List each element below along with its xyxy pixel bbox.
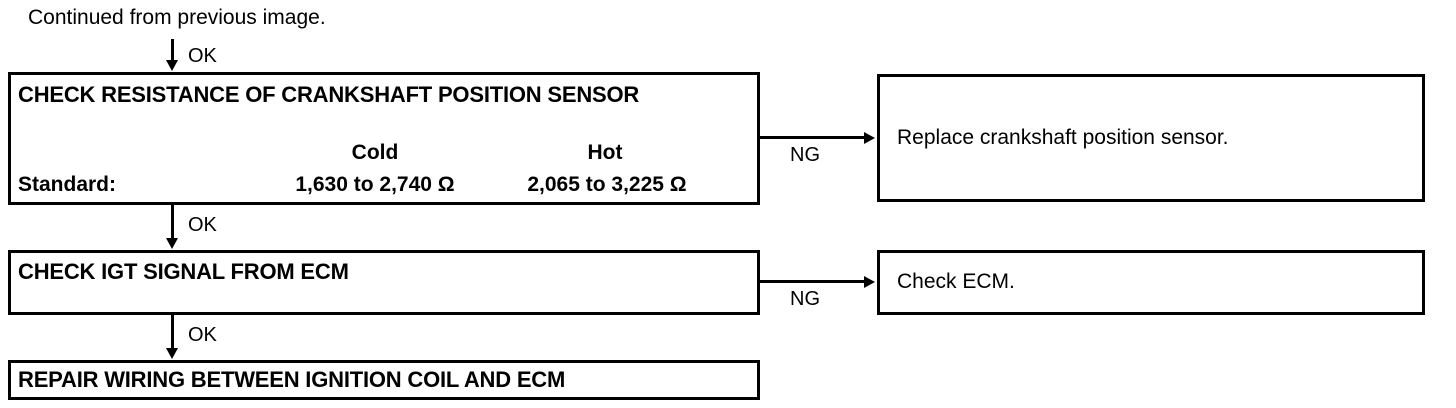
step-title-check-igt-signal: CHECK IGT SIGNAL FROM ECM — [18, 259, 349, 284]
connector-arrowhead-ok-1 — [166, 60, 178, 71]
spec-value-cold: 1,630 to 2,740 Ω — [295, 173, 455, 196]
connector-label-ok-1: OK — [188, 45, 217, 67]
spec-column-header-hot: Hot — [587, 141, 623, 164]
step-box-repair-wiring — [8, 360, 760, 400]
step-box-check-resistance — [8, 72, 760, 205]
connector-stem-ok-2 — [171, 205, 174, 239]
connector-arrowhead-ng-2 — [864, 276, 875, 288]
step-title-repair-wiring: REPAIR WIRING BETWEEN IGNITION COIL AND … — [18, 367, 566, 392]
outcome-box-check-ecm — [877, 250, 1425, 315]
spec-value-hot: 2,065 to 3,225 Ω — [527, 173, 687, 196]
connector-stem-ng-2 — [760, 280, 866, 283]
outcome-text-check-ecm: Check ECM. — [897, 270, 1015, 293]
connector-label-ng-1: NG — [790, 144, 820, 166]
continued-from-previous-note: Continued from previous image. — [28, 6, 326, 29]
connector-stem-ok-1 — [171, 39, 174, 62]
outcome-box-replace-crankshaft-position-sensor — [877, 74, 1425, 202]
spec-row-label-standard: Standard: — [18, 173, 117, 196]
connector-label-ok-3: OK — [188, 324, 217, 346]
connector-label-ok-2: OK — [188, 214, 217, 236]
connector-stem-ok-3 — [171, 315, 174, 349]
step-title-check-resistance: CHECK RESISTANCE OF CRANKSHAFT POSITION … — [18, 82, 640, 107]
step-box-check-igt-signal — [8, 250, 760, 315]
connector-arrowhead-ok-2 — [166, 238, 178, 249]
spec-column-header-cold: Cold — [351, 141, 399, 164]
outcome-text-replace-crankshaft-position-sensor: Replace crankshaft position sensor. — [897, 126, 1229, 149]
connector-arrowhead-ng-1 — [864, 132, 875, 144]
connector-arrowhead-ok-3 — [166, 348, 178, 359]
connector-label-ng-2: NG — [790, 288, 820, 310]
connector-stem-ng-1 — [760, 136, 866, 139]
